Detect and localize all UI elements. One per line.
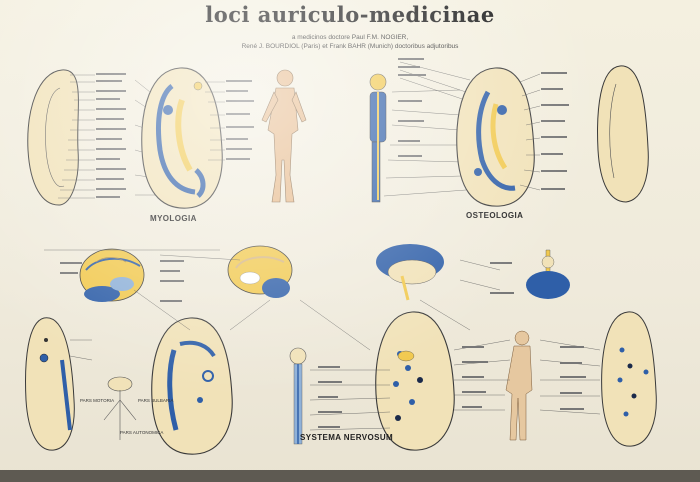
label-pars-bulbaria: PARS BULBARIA	[138, 398, 174, 403]
skeleton-figure-bottom	[505, 330, 533, 441]
section-osteologia: OSTEOLOGIA	[466, 211, 524, 220]
ear-nervous-left	[25, 317, 75, 451]
frame-bottom-strip	[0, 470, 700, 482]
brain-center	[227, 245, 293, 298]
spinal-cord	[526, 249, 570, 299]
spine-figure-small	[289, 347, 307, 445]
osteologia-panel	[369, 58, 649, 207]
brain-right	[376, 244, 444, 301]
ear-nervous-right	[375, 311, 455, 451]
brain-left	[79, 248, 145, 302]
skeleton-figure-top	[369, 73, 387, 203]
ear-outline-left	[27, 69, 79, 206]
label-pars-motoria: PARS MOTORIA	[80, 398, 115, 403]
section-myologia: MYOLOGIA	[150, 214, 197, 223]
ear-nervous-far-right	[601, 311, 657, 447]
ear-nervous-main	[151, 317, 233, 455]
myologia-panel	[27, 67, 307, 209]
nervous-panel	[25, 244, 657, 455]
label-pars-autonomica: PARS AUTONOMICA	[120, 430, 164, 435]
section-systema-nervosum: SYSTEMA NERVOSUM	[300, 433, 394, 442]
ear-outline-right	[597, 65, 649, 203]
muscle-figure	[261, 69, 307, 203]
